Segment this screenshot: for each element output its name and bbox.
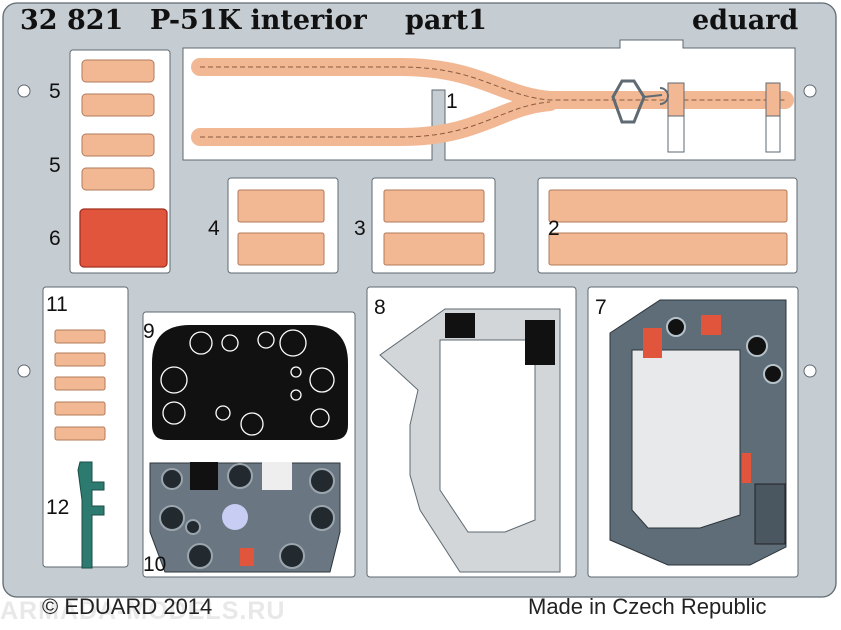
part-number-1: 1 (446, 90, 458, 113)
part-code: 32 821 (20, 5, 124, 36)
kit-title: P-51K interior (150, 5, 367, 36)
part-number-3: 3 (354, 217, 366, 240)
part-number-12: 12 (46, 496, 70, 519)
part-number-7: 7 (595, 296, 607, 319)
part-number-10: 10 (143, 553, 167, 576)
part-number-5b: 5 (49, 154, 61, 177)
lever-part-12 (77, 461, 105, 569)
part-number-8: 8 (374, 296, 386, 319)
brand-logo: eduard (692, 5, 799, 36)
part-number-11: 11 (46, 293, 68, 316)
red-pad-part-6 (79, 208, 168, 268)
sidewall-part-8 (379, 308, 561, 573)
sheet-footer: ARMADA-MODELS.RU © EDUARD 2014 Made in C… (0, 592, 841, 630)
small-straps-part-11 (54, 329, 106, 441)
cockpit-panel-part-7 (609, 299, 787, 566)
frame-mounting-holes (17, 84, 817, 378)
short-belts (237, 189, 788, 266)
part-number-6: 6 (49, 227, 61, 250)
watermark: ARMADA-MODELS.RU (0, 597, 286, 625)
belt-pads-part-5 (81, 59, 155, 191)
part-number-4: 4 (208, 217, 220, 240)
belt-harness-part-1 (191, 58, 794, 153)
part-number-2: 2 (548, 217, 560, 240)
sheet-header: 32 821 P-51K interior part1 eduard (0, 0, 841, 40)
part-number-9: 9 (143, 320, 155, 343)
part-label: part1 (405, 5, 487, 36)
part-number-5a: 5 (49, 80, 61, 103)
copyright-text: © EDUARD 2014 (42, 594, 213, 619)
instrument-backing-part-10 (149, 462, 341, 573)
instrument-panel-part-9 (152, 325, 348, 440)
origin-text: Made in Czech Republic (528, 594, 767, 619)
